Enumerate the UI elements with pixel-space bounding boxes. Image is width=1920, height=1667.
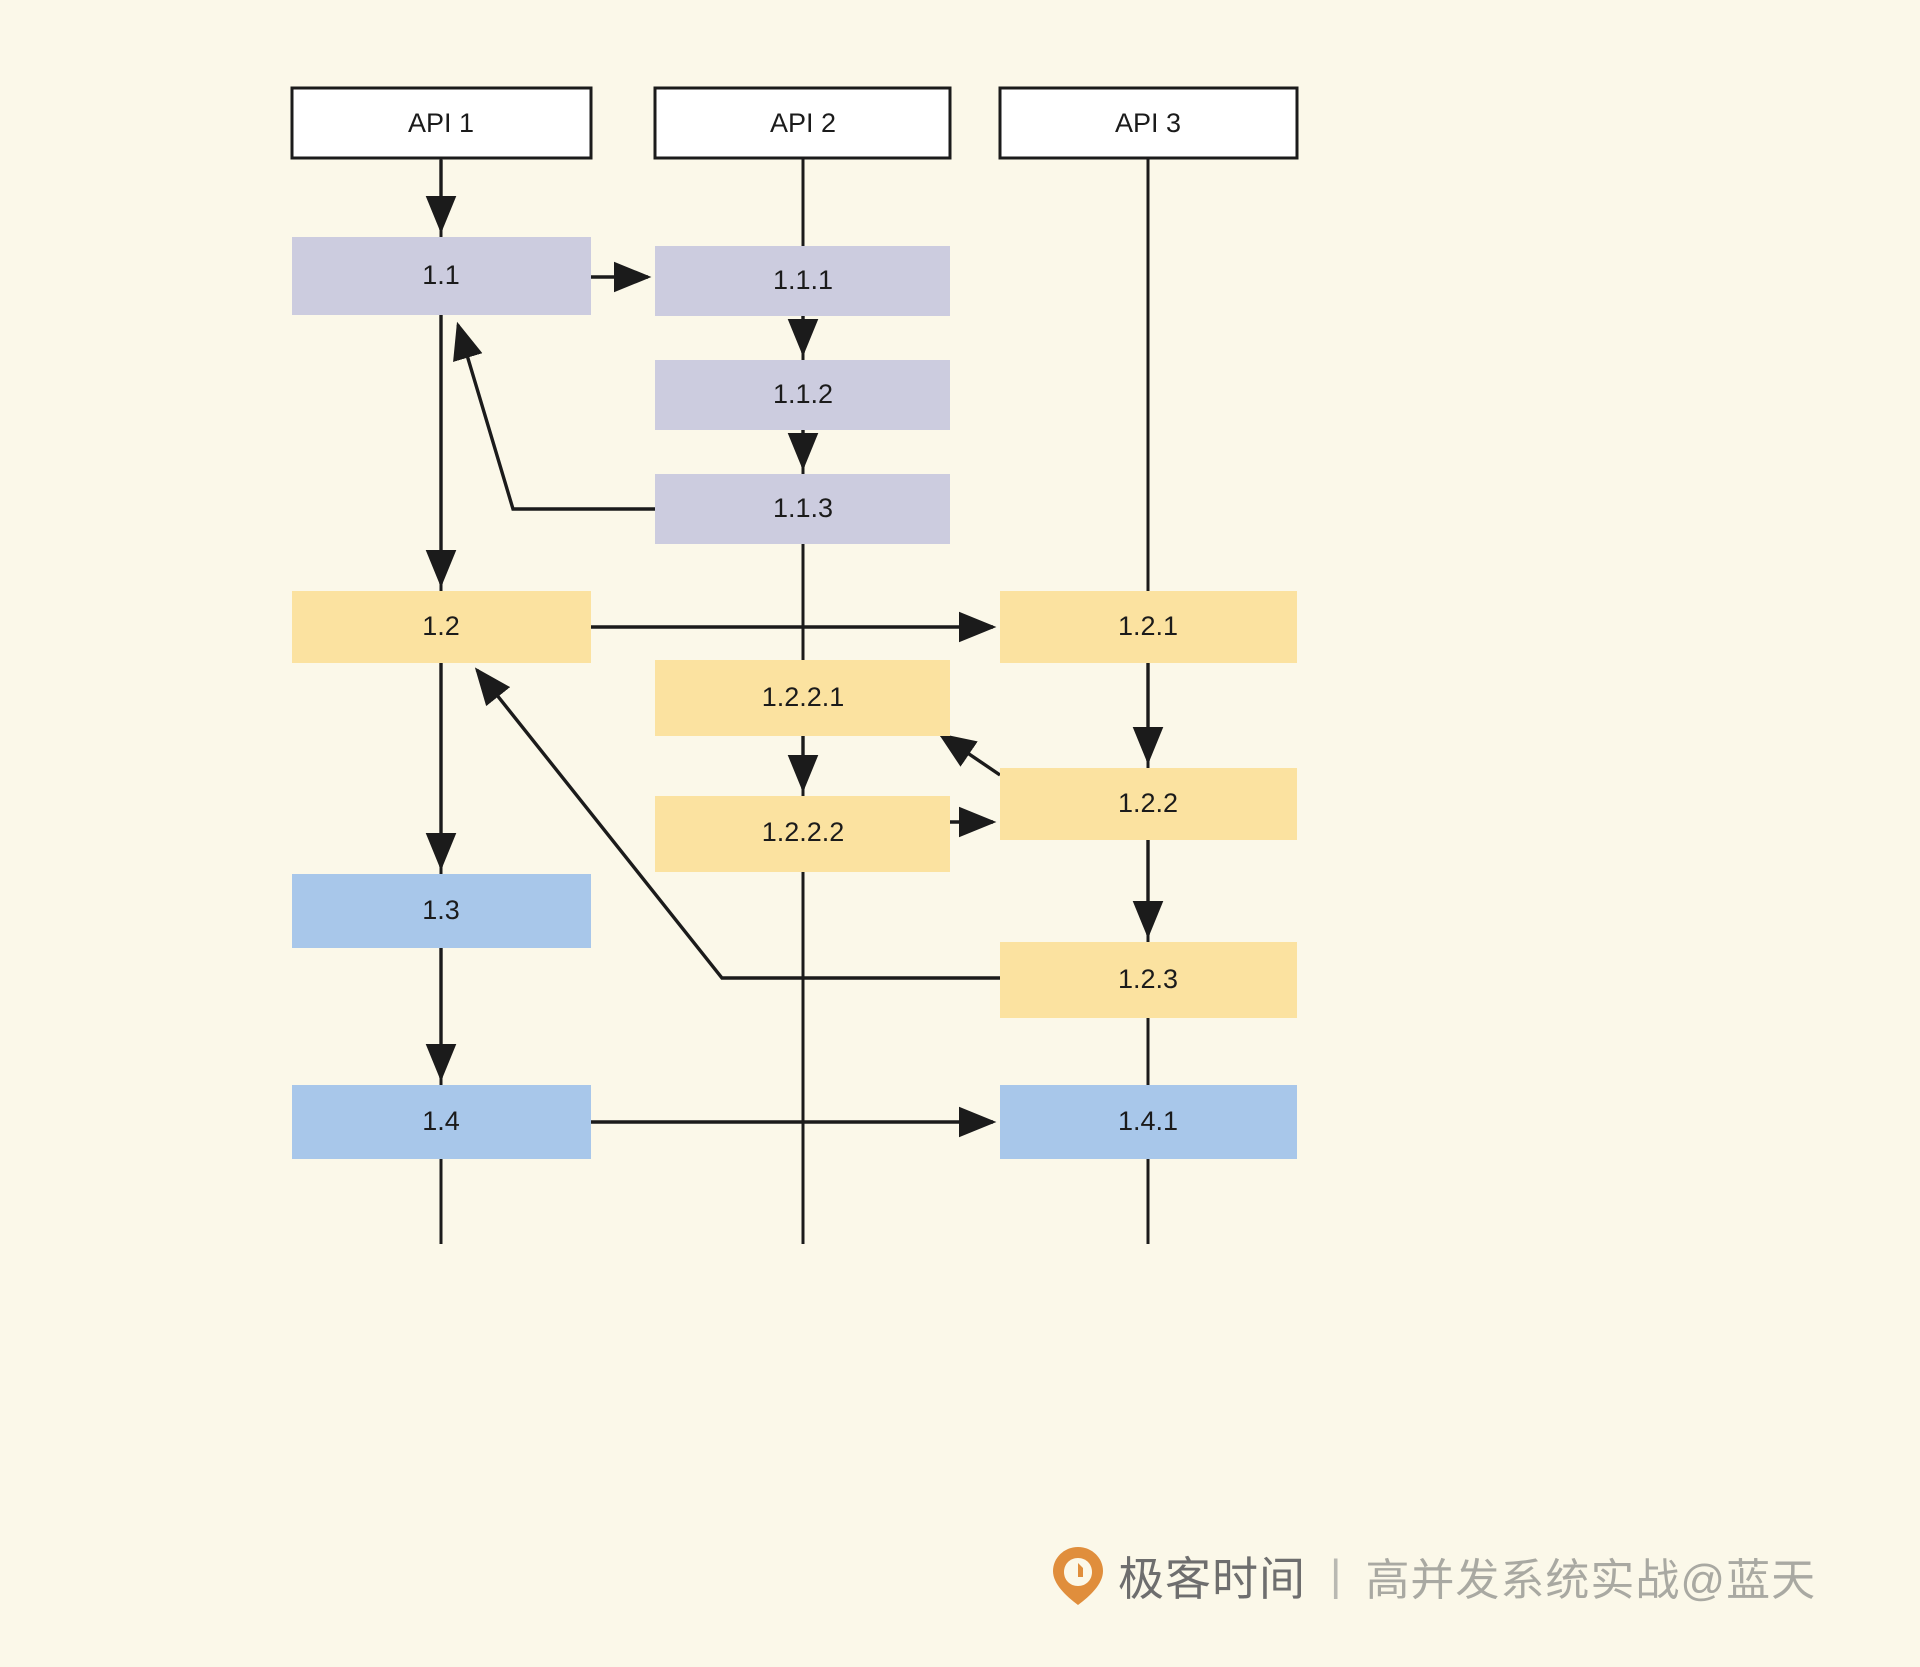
node-1-1[interactable]: 1.1 xyxy=(292,237,591,315)
node-1-4-1-label: 1.4.1 xyxy=(1118,1106,1178,1136)
node-1-3-box xyxy=(292,874,591,948)
node-1-1-box xyxy=(292,237,591,315)
node-1-1-2[interactable]: 1.1.2 xyxy=(655,360,950,430)
lane-header-api1[interactable]: API 1 xyxy=(290,86,593,160)
edge-1-1-3-to-1-1 xyxy=(453,321,655,511)
node-1-1-3-label: 1.1.3 xyxy=(773,493,833,523)
node-1-2-2-2[interactable]: 1.2.2.2 xyxy=(655,796,950,872)
geekbang-logo-icon xyxy=(1052,1546,1104,1606)
lane-header-api2-label: API 2 xyxy=(770,108,836,138)
node-1-2-label: 1.2 xyxy=(422,611,460,641)
footer-course-label: 高并发系统实战@蓝天 xyxy=(1365,1556,1817,1605)
edges xyxy=(425,160,1164,1138)
node-1-4[interactable]: 1.4 xyxy=(292,1085,591,1159)
node-1-3-label: 1.3 xyxy=(422,895,460,925)
node-1-2-1-label: 1.2.1 xyxy=(1118,611,1178,641)
node-1-1-1-label: 1.1.1 xyxy=(773,265,833,295)
lane-header-api3[interactable]: API 3 xyxy=(998,86,1299,160)
node-1-1-1-box xyxy=(655,246,950,316)
lane-header-api1-box xyxy=(290,86,593,160)
footer-separator: | xyxy=(1330,1551,1342,1600)
node-1-2-box xyxy=(292,591,591,663)
node-1-2[interactable]: 1.2 xyxy=(292,591,591,663)
node-1-2-2-box xyxy=(1000,768,1297,840)
node-1-4-label: 1.4 xyxy=(422,1106,460,1136)
node-1-2-2-1[interactable]: 1.2.2.1 xyxy=(655,660,950,736)
node-1-3[interactable]: 1.3 xyxy=(292,874,591,948)
lane-header-api3-label: API 3 xyxy=(1115,108,1181,138)
node-1-1-2-box xyxy=(655,360,950,430)
lane-header-api3-box xyxy=(998,86,1299,160)
footer-brand-label: 极客时间 xyxy=(1118,1553,1306,1605)
node-1-1-3-box xyxy=(655,474,950,544)
node-1-2-3-box xyxy=(1000,942,1297,1018)
edge-1-2-2-to-1-2-2-1 xyxy=(938,733,1001,777)
node-1-2-1-box xyxy=(1000,591,1297,663)
footer-watermark: 极客时间 | 高并发系统实战@蓝天 xyxy=(1052,1543,1816,1609)
node-1-1-label: 1.1 xyxy=(422,260,460,290)
node-1-1-2-label: 1.1.2 xyxy=(773,379,833,409)
node-1-2-2[interactable]: 1.2.2 xyxy=(1000,768,1297,840)
node-1-4-box xyxy=(292,1085,591,1159)
node-1-2-2-1-box xyxy=(655,660,950,736)
node-1-2-2-2-box xyxy=(655,796,950,872)
node-1-2-1[interactable]: 1.2.1 xyxy=(1000,591,1297,663)
node-1-2-3-label: 1.2.3 xyxy=(1118,964,1178,994)
lane-header-api2-box xyxy=(653,86,952,160)
lane-header-api2[interactable]: API 2 xyxy=(653,86,952,160)
lane-header-api1-label: API 1 xyxy=(408,108,474,138)
node-1-4-1[interactable]: 1.4.1 xyxy=(1000,1085,1297,1159)
node-1-1-1[interactable]: 1.1.1 xyxy=(655,246,950,316)
node-1-4-1-box xyxy=(1000,1085,1297,1159)
node-1-2-2-2-label: 1.2.2.2 xyxy=(762,817,845,847)
node-1-2-2-label: 1.2.2 xyxy=(1118,788,1178,818)
edge-1-2-3-to-1-2 xyxy=(474,667,1000,980)
node-1-2-3[interactable]: 1.2.3 xyxy=(1000,942,1297,1018)
node-1-1-3[interactable]: 1.1.3 xyxy=(655,474,950,544)
node-1-2-2-1-label: 1.2.2.1 xyxy=(762,682,845,712)
